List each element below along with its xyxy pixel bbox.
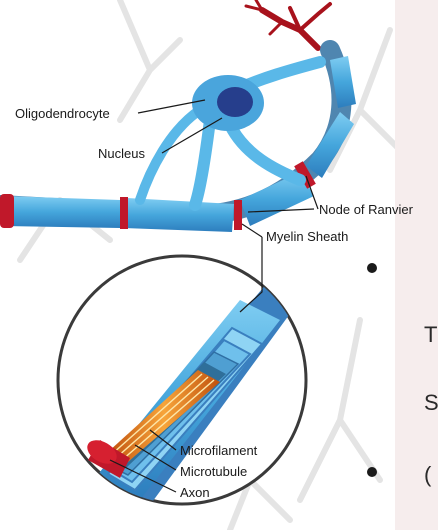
dendrite-terminal	[246, 0, 330, 48]
label-microfilament: Microfilament	[180, 443, 258, 458]
label-axon: Axon	[180, 485, 210, 500]
node-of-ranvier-1	[0, 194, 14, 228]
side-letter-paren: (	[424, 462, 432, 487]
bullet-dot-2	[367, 467, 377, 477]
oligodendrocyte-cell	[140, 62, 320, 205]
label-node-of-ranvier: Node of Ranvier	[319, 202, 414, 217]
axon-main	[0, 50, 356, 232]
nucleus-shape	[217, 87, 253, 117]
node-of-ranvier-2	[120, 197, 128, 229]
label-oligodendrocyte: Oligodendrocyte	[15, 106, 110, 121]
side-letter-s: S	[424, 390, 438, 415]
node-of-ranvier-3	[234, 200, 242, 230]
myelin-segment-1	[4, 196, 120, 228]
bullet-dot-1	[367, 263, 377, 273]
label-microtubule: Microtubule	[180, 464, 247, 479]
side-letter-t: T	[424, 322, 437, 347]
label-nucleus: Nucleus	[98, 146, 145, 161]
background-pink-wash	[395, 0, 438, 530]
label-myelin-sheath: Myelin Sheath	[266, 229, 348, 244]
